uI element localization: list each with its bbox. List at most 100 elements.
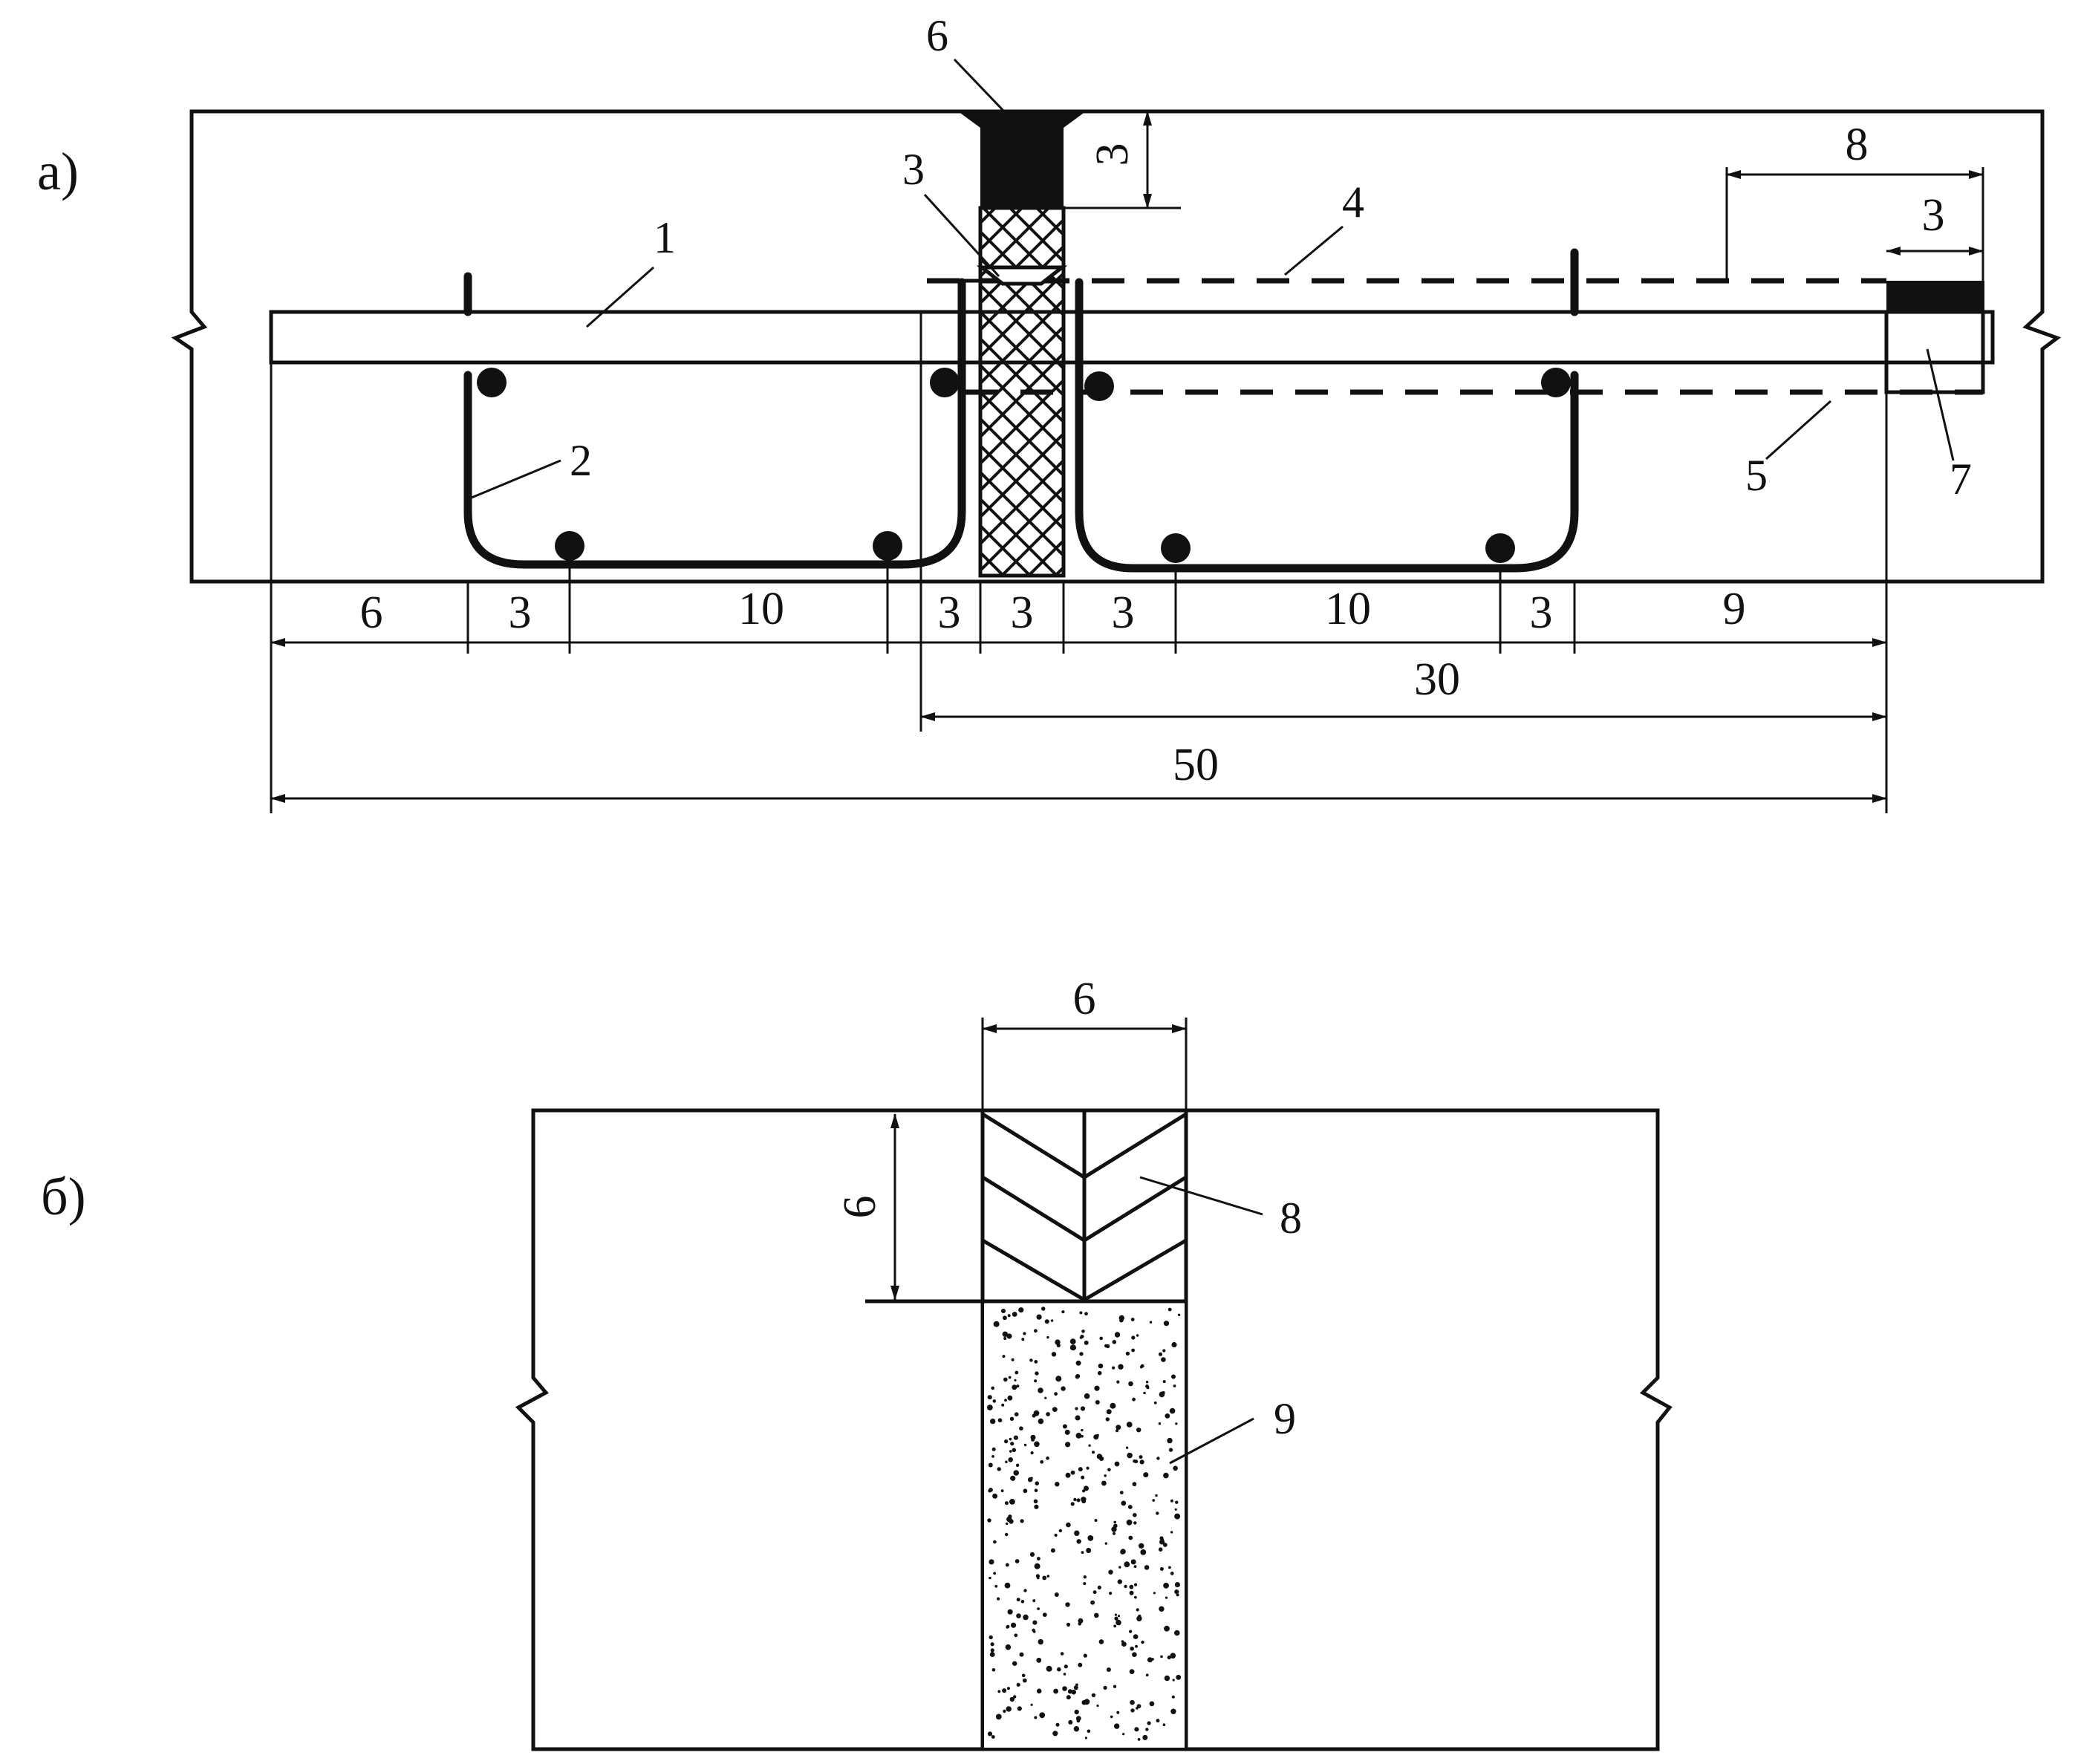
stipple-dot [1176, 1674, 1182, 1680]
stipple-dot [1119, 1318, 1124, 1323]
stipple-dot [1021, 1673, 1026, 1678]
stipple-dot [1164, 1625, 1170, 1632]
stipple-dot [997, 1418, 1003, 1422]
stipple-dot [1088, 1444, 1091, 1447]
stipple-dot [1022, 1678, 1027, 1683]
stipple-dot [1020, 1600, 1025, 1604]
stipple-dot [1147, 1657, 1153, 1663]
stipple-dot [1124, 1561, 1130, 1568]
callout-3: 3 [902, 145, 925, 194]
stipple-dot [1096, 1704, 1099, 1708]
stipple-dot [1073, 1726, 1080, 1732]
stipple-dot [1057, 1667, 1061, 1672]
dowel-bar [269, 310, 1995, 365]
stipple-dot [1125, 1446, 1129, 1449]
stipple-dot [1170, 1708, 1176, 1714]
stipple-dot [1030, 1477, 1033, 1480]
stipple-dot [1110, 1402, 1116, 1409]
stipple-dot [1034, 1504, 1039, 1509]
stipple-dot [1013, 1695, 1017, 1699]
stipple-dot [1165, 1596, 1168, 1599]
stipple-dot [1035, 1481, 1039, 1485]
stipple-dot [1129, 1584, 1134, 1589]
stipple-dot [1038, 1387, 1043, 1393]
stipple-dot [1052, 1407, 1058, 1412]
joint-gasket [976, 265, 1068, 286]
stipple-dot [1055, 1722, 1060, 1727]
stipple-dot [1032, 1599, 1036, 1603]
figure-b-label: б) [41, 1167, 86, 1226]
stipple-dot [1041, 1306, 1046, 1311]
stipple-dot [1054, 1533, 1058, 1537]
stipple-dot [1012, 1384, 1017, 1390]
stipple-dot [1162, 1349, 1166, 1353]
stipple-dot [1084, 1393, 1090, 1399]
stipple-dot [994, 1584, 998, 1588]
stipple-dot [1060, 1652, 1064, 1656]
stipple-dot [1036, 1657, 1042, 1663]
stipple-dot [1015, 1559, 1020, 1563]
stipple-dot [1079, 1352, 1084, 1356]
stipple-dot [1101, 1480, 1107, 1486]
stipple-dot [1141, 1640, 1144, 1644]
stipple-dot [1152, 1499, 1155, 1502]
stipple-dot [997, 1467, 1001, 1471]
stipple-dot [1030, 1703, 1033, 1706]
stipple-dot [1005, 1644, 1012, 1650]
stipple-dot [1075, 1433, 1082, 1439]
section-outline [515, 1108, 1673, 1751]
stipple-dot [1005, 1460, 1008, 1464]
stipple-dot [1004, 1582, 1011, 1589]
callouts-a: 1 2 3 4 5 6 7 [471, 11, 1972, 504]
dim-3: 3 [1112, 588, 1135, 638]
stipple-dot [1001, 1309, 1006, 1313]
stipple-dot [1134, 1583, 1138, 1586]
stipple-dot [1171, 1695, 1175, 1699]
stipple-dot [1014, 1412, 1019, 1416]
stipple-dot [1143, 1391, 1146, 1395]
stipple-dot [1014, 1379, 1017, 1381]
stipple-dot [1158, 1422, 1162, 1425]
stipple-dot [1007, 1314, 1011, 1318]
stipple-dot [1066, 1622, 1071, 1627]
stipple-dot [1008, 1376, 1012, 1379]
stipple-dot [1119, 1491, 1124, 1494]
stipple-dot [990, 1648, 994, 1653]
stipple-dot [1014, 1633, 1018, 1638]
leader-4 [1284, 225, 1344, 276]
leader-3 [923, 193, 1000, 278]
stipple-dot [1035, 1371, 1039, 1376]
stipple-dot [1174, 1630, 1180, 1636]
stipple-dot [1064, 1429, 1070, 1435]
stipple-dot [1113, 1532, 1116, 1535]
stipple-dot [991, 1386, 994, 1390]
stipple-dot [1029, 1552, 1035, 1557]
stipple-dot [1137, 1738, 1141, 1741]
stipple-dot [987, 1731, 993, 1737]
stipple-dot [1034, 1329, 1038, 1333]
stipple-dot [1174, 1508, 1177, 1511]
stipple-dot [987, 1518, 991, 1523]
stipple-dot [1176, 1593, 1179, 1597]
stipple-dot [1075, 1415, 1081, 1421]
stipple-dot [1131, 1348, 1135, 1353]
stipple-dot [1012, 1312, 1017, 1317]
stipple-dot [1092, 1451, 1095, 1454]
stipple-dot [1167, 1437, 1173, 1444]
stipple-dot [1132, 1482, 1137, 1487]
stipple-dot [1009, 1450, 1012, 1453]
stipple-dot [1054, 1592, 1059, 1597]
stipple-dot [1098, 1639, 1104, 1644]
stipple-dot [1112, 1340, 1117, 1344]
stipple-dot [1094, 1519, 1098, 1522]
stipple-dot [1132, 1397, 1136, 1402]
dim-3-rod: 3 [1922, 190, 1945, 241]
stipple-dot [1016, 1682, 1020, 1687]
stipple-dot [1146, 1386, 1150, 1390]
stipple-dot [1172, 1679, 1175, 1682]
stipple-dot [1171, 1374, 1176, 1379]
stipple-dot [1023, 1589, 1027, 1592]
stipple-dot [1002, 1331, 1009, 1338]
stipple-dot [1081, 1551, 1084, 1555]
stipple-dot [1081, 1435, 1084, 1438]
